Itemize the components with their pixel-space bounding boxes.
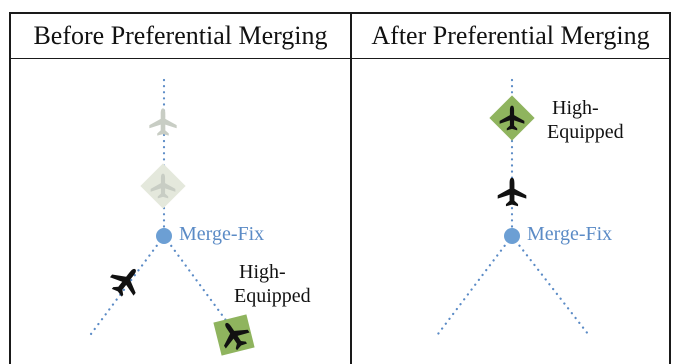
high-equipped-label-line2: Equipped: [234, 285, 311, 307]
merge-fix-label: Merge-Fix: [527, 223, 613, 245]
before-panel: Merge-Fix High- Equipped: [11, 60, 350, 364]
airplane-icon: [497, 177, 527, 207]
right-branch-route: [510, 234, 590, 336]
faded-high-equipped-icon: [140, 163, 186, 209]
faded-aircraft-icon: [149, 108, 177, 136]
after-panel: Merge-Fix High- Equipped: [352, 60, 669, 364]
high-equipped-label: High- Equipped: [547, 96, 624, 144]
after-heading: After Preferential Merging: [371, 21, 650, 50]
table-border-left: [9, 12, 11, 364]
before-heading: Before Preferential Merging: [33, 21, 328, 50]
table-divider: [350, 12, 352, 364]
high-equipped-label-line1: High-: [552, 97, 599, 119]
airplane-icon: [105, 260, 147, 302]
merge-fix-dot: [504, 228, 520, 244]
high-equipped-label: High- Equipped: [234, 260, 311, 308]
left-branch-route: [436, 234, 514, 336]
high-equipped-aircraft-icon: [489, 95, 535, 141]
table-border-right: [669, 12, 671, 364]
merge-fix-dot: [156, 228, 172, 244]
high-equipped-aircraft-icon: [213, 314, 255, 356]
high-equipped-label-line2: Equipped: [547, 121, 624, 143]
high-equipped-label-line1: High-: [239, 261, 286, 283]
merge-fix-label: Merge-Fix: [179, 223, 265, 245]
table-border-top: [9, 12, 671, 14]
right-branch-route: [162, 234, 238, 336]
header-rule: [9, 58, 671, 59]
before-diagram: [89, 78, 255, 356]
after-diagram: [436, 78, 590, 336]
